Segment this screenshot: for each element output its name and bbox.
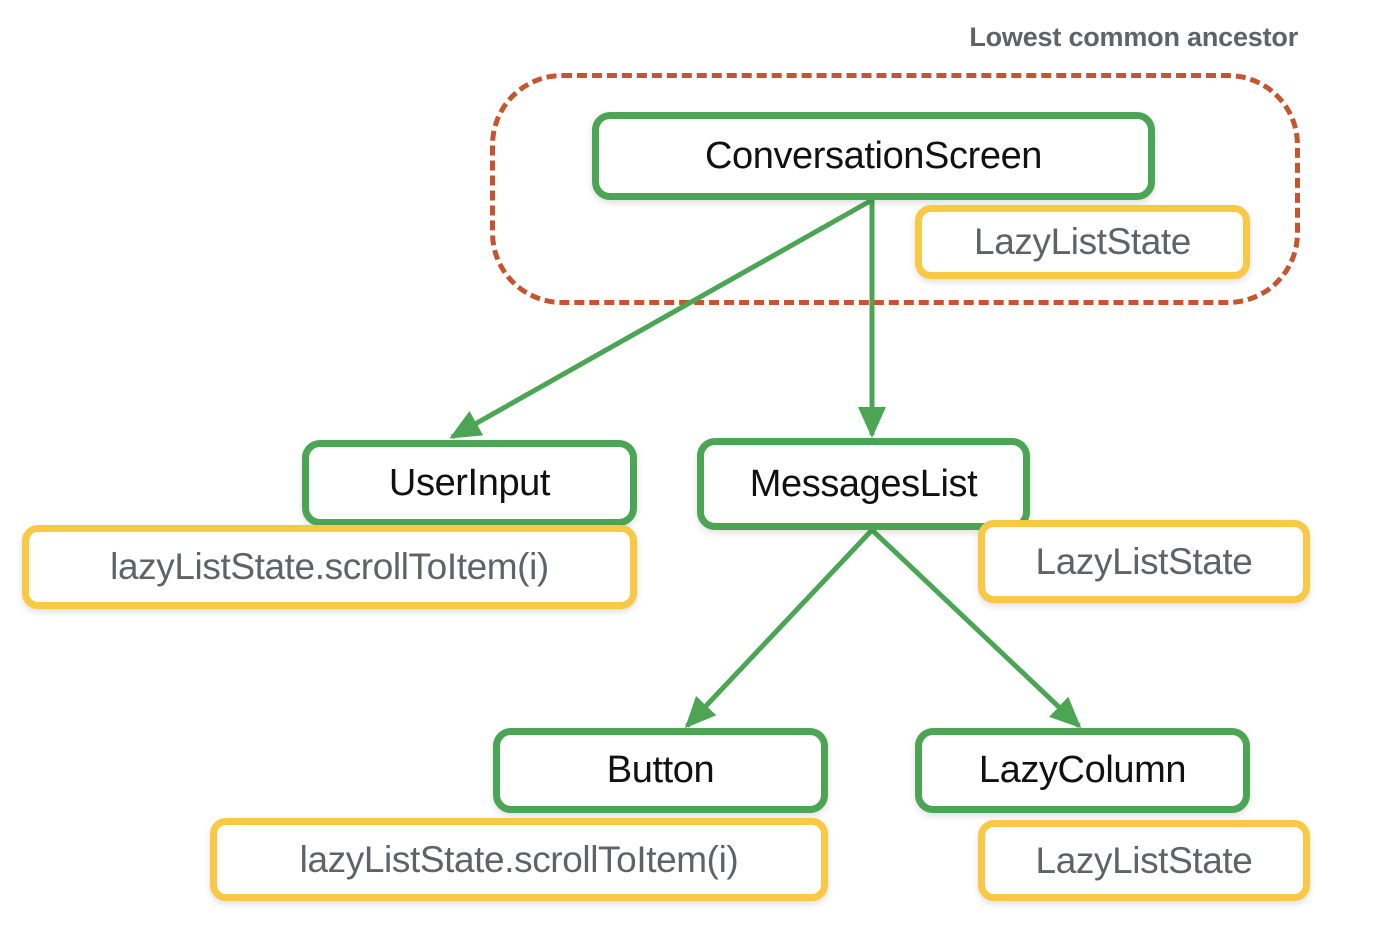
- state-label: LazyListState: [1035, 839, 1253, 881]
- node-conversationscreen[interactable]: ConversationScreen: [592, 112, 1155, 200]
- lowest-common-ancestor-group: [490, 73, 1300, 305]
- node-label: Button: [606, 749, 715, 791]
- node-label: MessagesList: [749, 462, 978, 505]
- node-label: ConversationScreen: [704, 134, 1043, 177]
- lowest-common-ancestor-label: Lowest common ancestor: [969, 22, 1298, 52]
- node-button[interactable]: Button: [493, 728, 828, 813]
- state-scrolltoitem-userinput[interactable]: lazyListState.scrollToItem(i): [22, 525, 637, 609]
- state-lazyliststate-lazycolumn[interactable]: LazyListState: [978, 820, 1310, 901]
- node-lazycolumn[interactable]: LazyColumn: [915, 728, 1250, 813]
- state-label: LazyListState: [1035, 540, 1253, 582]
- state-label: LazyListState: [974, 221, 1191, 262]
- node-messageslist[interactable]: MessagesList: [697, 438, 1030, 530]
- state-lazyliststate-messageslist[interactable]: LazyListState: [978, 520, 1310, 603]
- state-lazyliststate-conversationscreen[interactable]: LazyListState: [915, 205, 1250, 279]
- state-label: lazyListState.scrollToItem(i): [299, 838, 739, 880]
- edge-messageslist-to-button: [684, 528, 874, 729]
- state-scrolltoitem-button[interactable]: lazyListState.scrollToItem(i): [210, 818, 828, 901]
- node-label: UserInput: [388, 461, 551, 504]
- node-label: LazyColumn: [978, 749, 1187, 791]
- node-userinput[interactable]: UserInput: [302, 440, 637, 526]
- state-label: lazyListState.scrollToItem(i): [110, 546, 549, 587]
